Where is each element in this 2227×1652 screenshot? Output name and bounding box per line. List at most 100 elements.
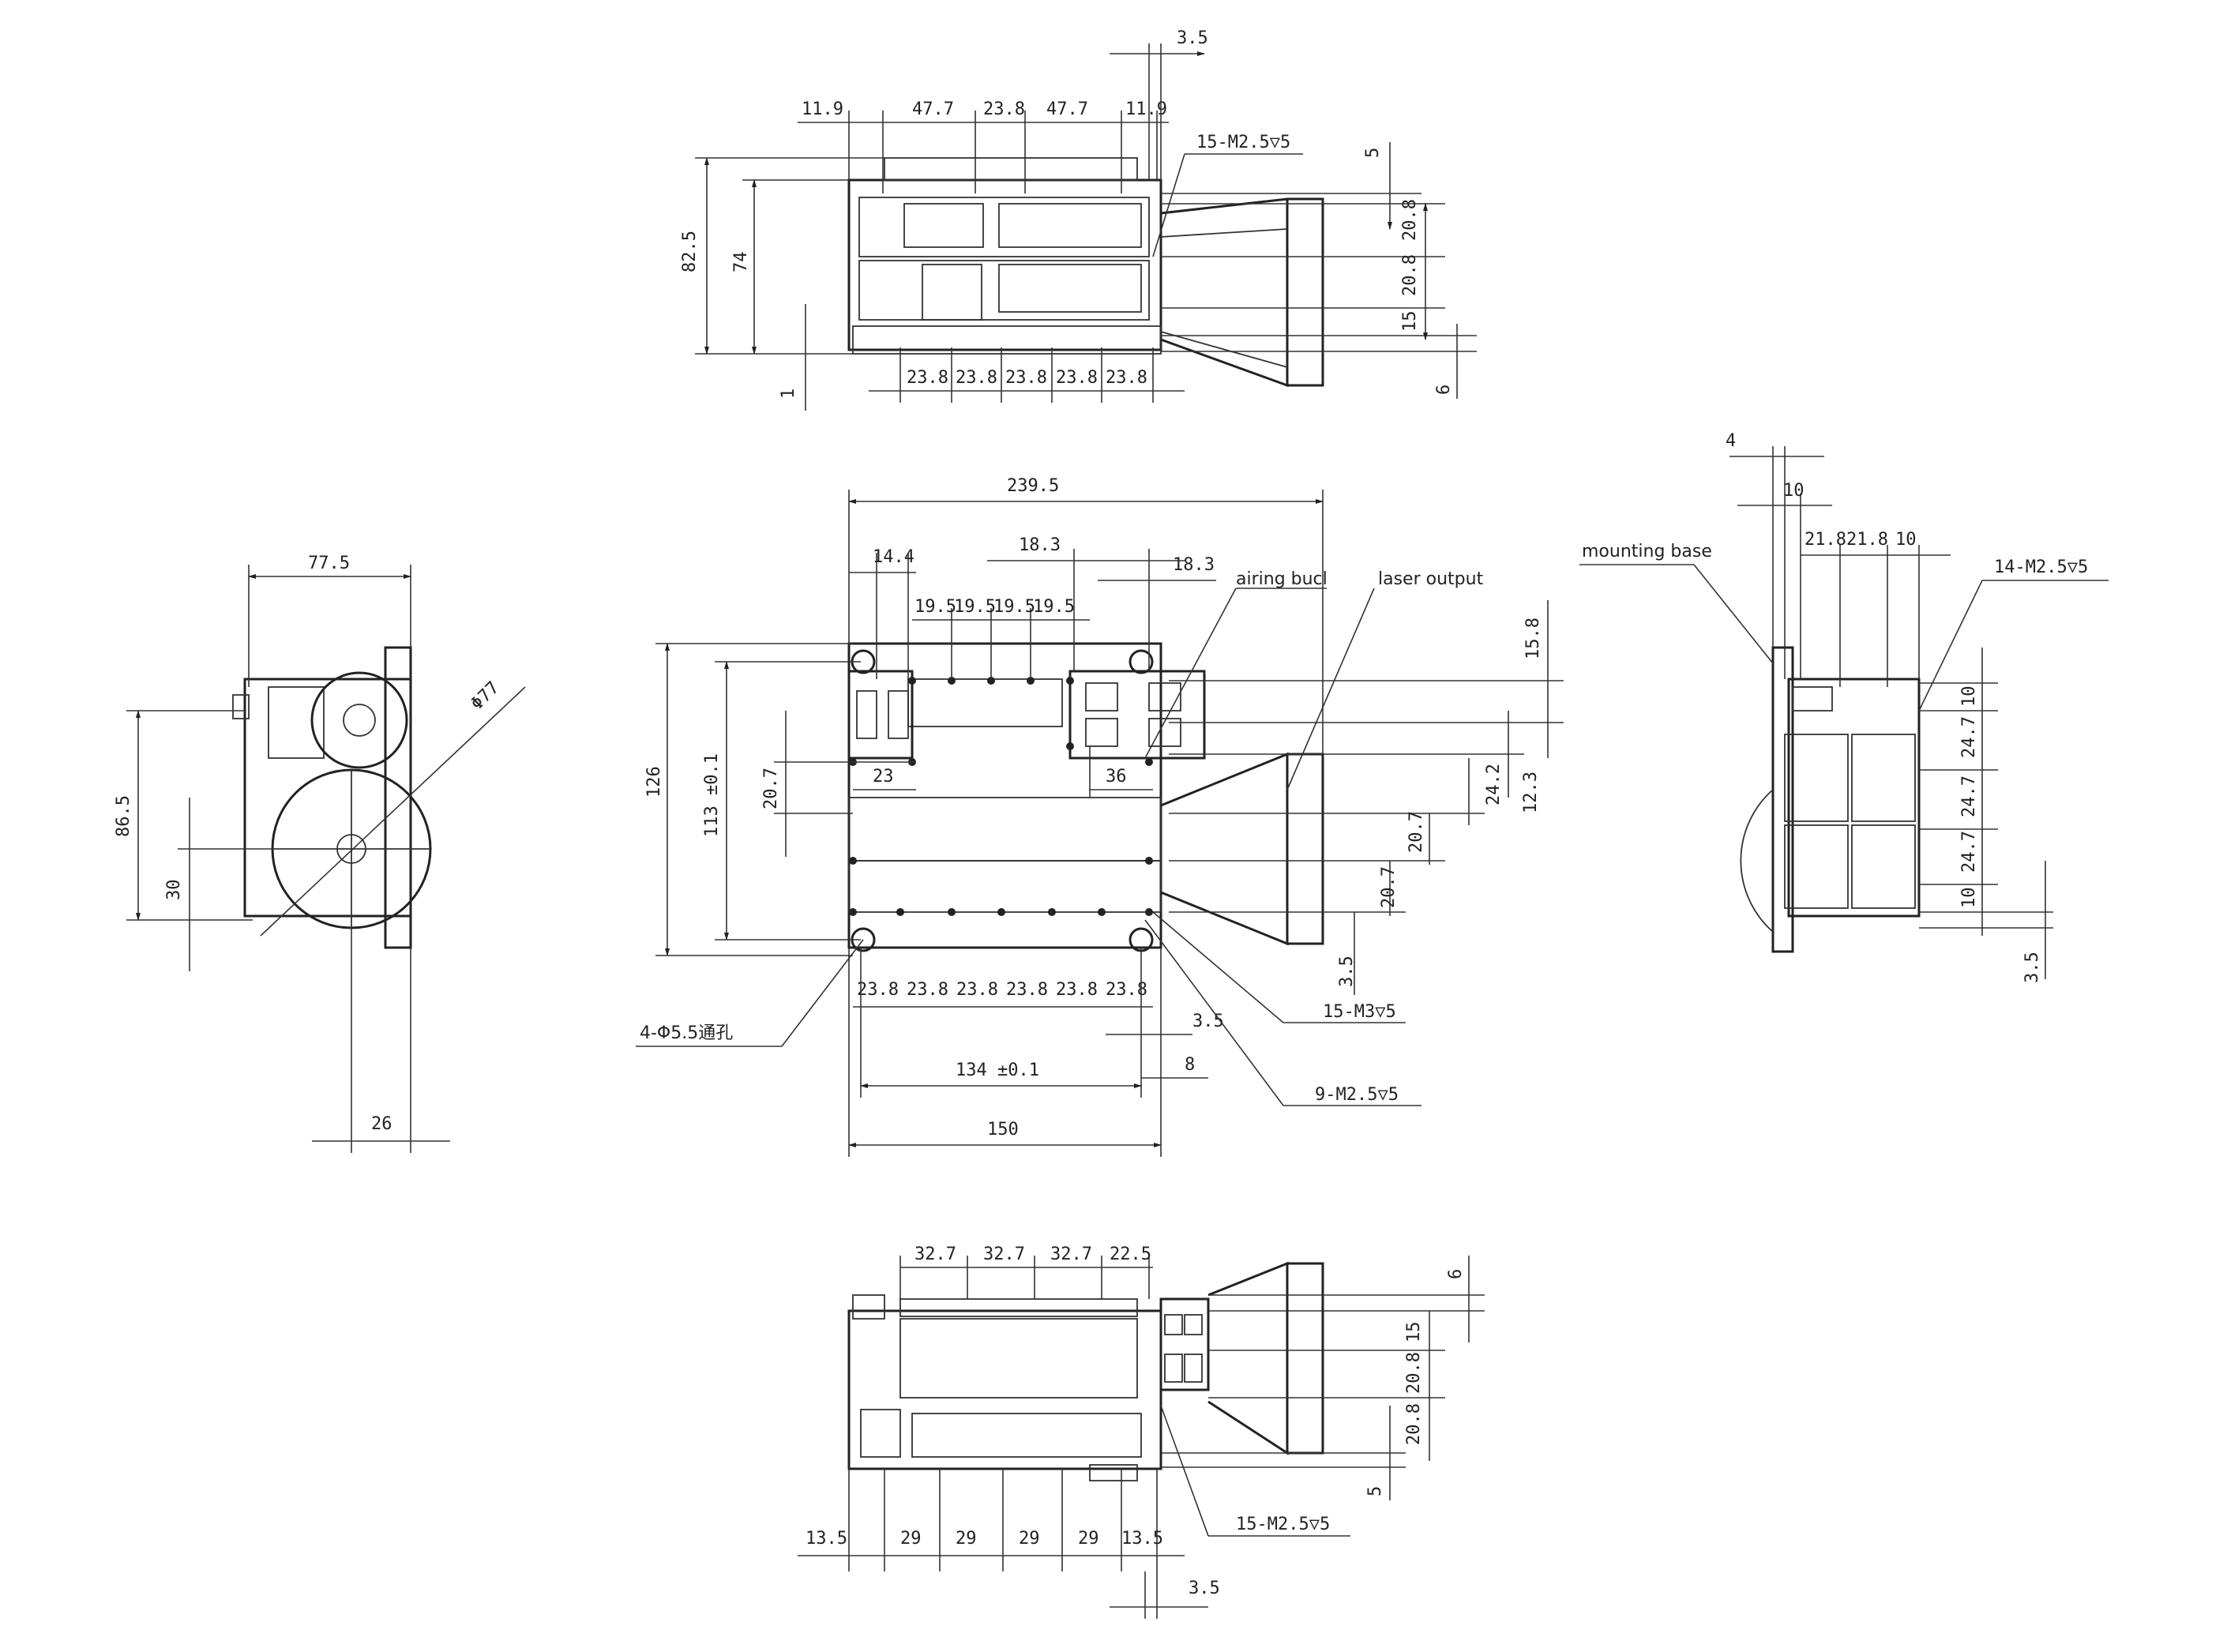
- front-view-dim-20-7-a: 20.7: [1406, 811, 1426, 853]
- right-view-dim-10-r1: 10: [1959, 686, 1979, 708]
- top-view-cone-line-2: [1160, 331, 1288, 368]
- front-view-hole-note-15: 15-M3▽5: [1323, 1002, 1396, 1022]
- front-view-dim-134: 134 ±0.1: [956, 1061, 1039, 1080]
- bottom-view-foot: [1089, 1464, 1138, 1481]
- top-view-dim-20-8-a: 20.8: [1400, 199, 1420, 241]
- front-view-dim-bottom-2: 23.8: [907, 980, 948, 1000]
- bottom-view-dim-3-5: 3.5: [1189, 1579, 1220, 1598]
- front-view-laser-flange: [1286, 753, 1324, 945]
- right-view-dim-21-8-a: 21.8: [1805, 530, 1846, 550]
- front-view-dim-113: 113 ±0.1: [702, 753, 722, 837]
- bottom-view-dim-29-a: 29: [900, 1529, 922, 1549]
- top-view: 11.9 47.7 23.8 47.7 11.9 3.5 15-M2.5▽5 8…: [680, 28, 1477, 411]
- top-view-dim-47-7-right: 47.7: [1046, 99, 1088, 119]
- bottom-view-dim-29-d: 29: [1078, 1529, 1099, 1549]
- left-view-fan-box: [268, 686, 325, 759]
- right-view-spring: [1792, 686, 1833, 711]
- front-view-clamp-slot-1: [856, 690, 877, 739]
- top-view-dim-47-7-left: 47.7: [912, 99, 954, 119]
- bottom-view-top-rail: [899, 1298, 1138, 1317]
- top-view-laser-flange: [1286, 197, 1324, 387]
- bottom-view-dim-29-c: 29: [1019, 1529, 1040, 1549]
- front-view-dim-23: 23: [873, 767, 894, 787]
- right-view-body: [1787, 678, 1921, 918]
- top-view-cone-line: [1160, 228, 1288, 238]
- front-view-dim-3-5-right: 3.5: [1337, 956, 1357, 987]
- bottom-view-dim-32-7-b: 32.7: [983, 1245, 1025, 1264]
- front-view-dim-3-5: 3.5: [1192, 1012, 1224, 1031]
- right-view: 4 10 21.8 21.8 10 mounting base 14-M2.5▽…: [1579, 431, 2109, 983]
- bottom-view-dim-32-7-c: 32.7: [1050, 1245, 1092, 1264]
- front-view-hole-note-9: 9-M2.5▽5: [1315, 1085, 1399, 1105]
- front-view-dim-bottom-4: 23.8: [1006, 980, 1048, 1000]
- bottom-view-laser-cone: [1207, 1261, 1289, 1455]
- bottom-view-buckle-slot-1: [1164, 1314, 1183, 1335]
- front-view-dim-18-3-b: 18.3: [1173, 555, 1215, 575]
- top-view-dim-1: 1: [779, 389, 798, 399]
- front-view-buckle-slot-1: [1085, 682, 1118, 711]
- bottom-view-dim-29-b: 29: [956, 1529, 977, 1549]
- bottom-view-dim-15: 15: [1404, 1322, 1424, 1343]
- front-view-clamp-slot-2: [888, 690, 909, 739]
- front-view-dim-bottom-1: 23.8: [857, 980, 899, 1000]
- top-view-dim-bottom-3: 23.8: [1005, 368, 1047, 388]
- top-view-hole-note: 15-M2.5▽5: [1196, 133, 1290, 152]
- bottom-view-hole-note: 15-M2.5▽5: [1236, 1515, 1330, 1534]
- right-view-dim-24-7-a: 24.7: [1959, 716, 1979, 758]
- left-view-dim-30: 30: [164, 880, 184, 901]
- top-view-dim-bottom-5: 23.8: [1106, 368, 1147, 388]
- top-view-upper-module: [858, 197, 1150, 257]
- top-view-dim-20-8-b: 20.8: [1400, 254, 1420, 296]
- left-view-dim-86-5: 86.5: [114, 795, 133, 837]
- right-view-hole-note: 14-M2.5▽5: [1994, 558, 2088, 577]
- right-view-cell-3: [1784, 824, 1849, 909]
- front-view-dim-bottom-6: 23.8: [1106, 980, 1147, 1000]
- bottom-view: 32.7 32.7 32.7 22.5 6 15 20.8 20.8 5 15-…: [798, 1245, 1485, 1619]
- right-view-cell-1: [1784, 734, 1849, 822]
- right-view-dim-21-8-b: 21.8: [1846, 530, 1888, 550]
- front-view-dim-12-3: 12.3: [1521, 772, 1541, 813]
- bottom-view-buckle: [1159, 1297, 1210, 1391]
- front-view-dim-19-5-3: 19.5: [993, 597, 1035, 617]
- right-view-dim-10-b: 10: [1895, 530, 1917, 550]
- bottom-view-buckle-slot-2: [1184, 1314, 1203, 1335]
- front-view-dim-126: 126: [644, 766, 664, 798]
- bottom-view-dim-6: 6: [1446, 1269, 1466, 1279]
- top-view-dim-15: 15: [1400, 311, 1420, 332]
- front-view-dim-20-7-b: 20.7: [1379, 866, 1399, 908]
- right-view-aperture-arc: [1740, 789, 1774, 933]
- front-view-dim-36: 36: [1106, 767, 1127, 787]
- front-view-buckle-slot-2: [1085, 718, 1118, 747]
- top-view-dim-6: 6: [1434, 385, 1454, 395]
- bottom-view-module: [899, 1318, 1138, 1399]
- bottom-view-corner-tab: [852, 1294, 885, 1320]
- right-view-dim-3-5: 3.5: [2022, 952, 2042, 983]
- left-view-dim-dia-77: Φ77: [468, 678, 504, 714]
- front-view-dim-bottom-3: 23.8: [956, 980, 998, 1000]
- bottom-view-lower-block: [911, 1413, 1142, 1458]
- left-view: 77.5 Φ77 86.5 30 26: [114, 554, 526, 1153]
- front-view-buckle-slot-4: [1148, 718, 1181, 747]
- bottom-view-body: [847, 1309, 1162, 1470]
- front-view-dim-239-5: 239.5: [1007, 476, 1059, 496]
- bottom-view-laser-flange: [1286, 1262, 1324, 1455]
- front-view-dim-150: 150: [987, 1120, 1019, 1140]
- right-view-label-mounting-base: mounting base: [1582, 542, 1712, 561]
- bottom-view-dim-13-5-right: 13.5: [1121, 1529, 1163, 1549]
- right-view-dim-10-top: 10: [1783, 481, 1805, 501]
- right-view-dim-4: 4: [1726, 431, 1736, 451]
- bottom-view-dim-20-8-b: 20.8: [1404, 1403, 1424, 1445]
- front-view-dim-bottom-5: 23.8: [1056, 980, 1098, 1000]
- front-view-hole-dots: [849, 677, 1153, 916]
- front-view-body: [847, 642, 1162, 949]
- top-view-dim-23-8: 23.8: [983, 99, 1025, 119]
- front-view-dim-19-5-1: 19.5: [914, 597, 956, 617]
- top-view-inner-block-4: [922, 264, 982, 321]
- front-view-left-clamp: [847, 670, 914, 760]
- top-view-laser-cone: [1160, 197, 1289, 388]
- bottom-view-dim-20-8-a: 20.8: [1404, 1352, 1424, 1394]
- left-view-dim-26: 26: [371, 1114, 392, 1134]
- bottom-view-buckle-slot-3: [1164, 1354, 1183, 1383]
- top-view-dim-bottom-4: 23.8: [1056, 368, 1098, 388]
- front-view-dim-18-3-a: 18.3: [1019, 535, 1061, 555]
